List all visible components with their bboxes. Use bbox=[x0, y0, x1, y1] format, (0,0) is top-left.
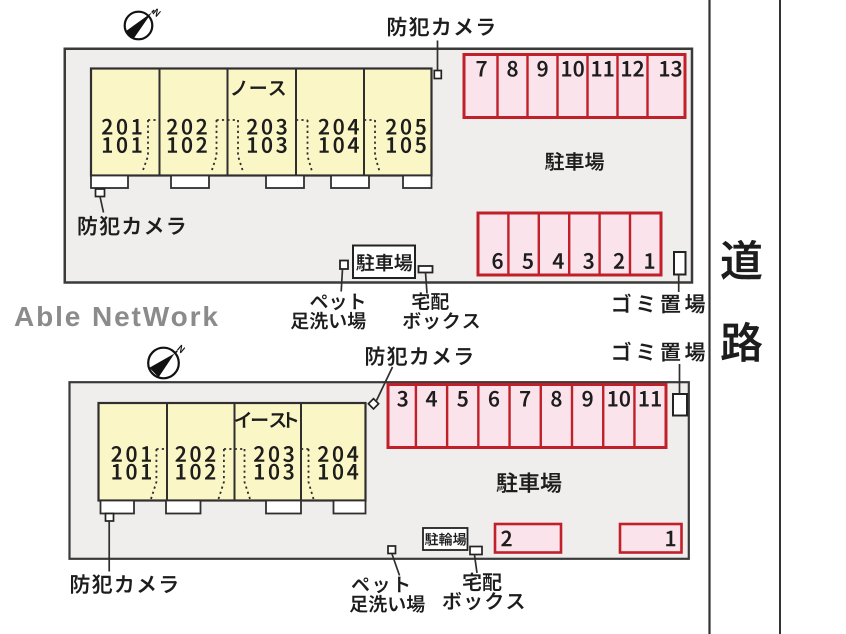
svg-text:Able NetWork: Able NetWork bbox=[14, 301, 220, 332]
